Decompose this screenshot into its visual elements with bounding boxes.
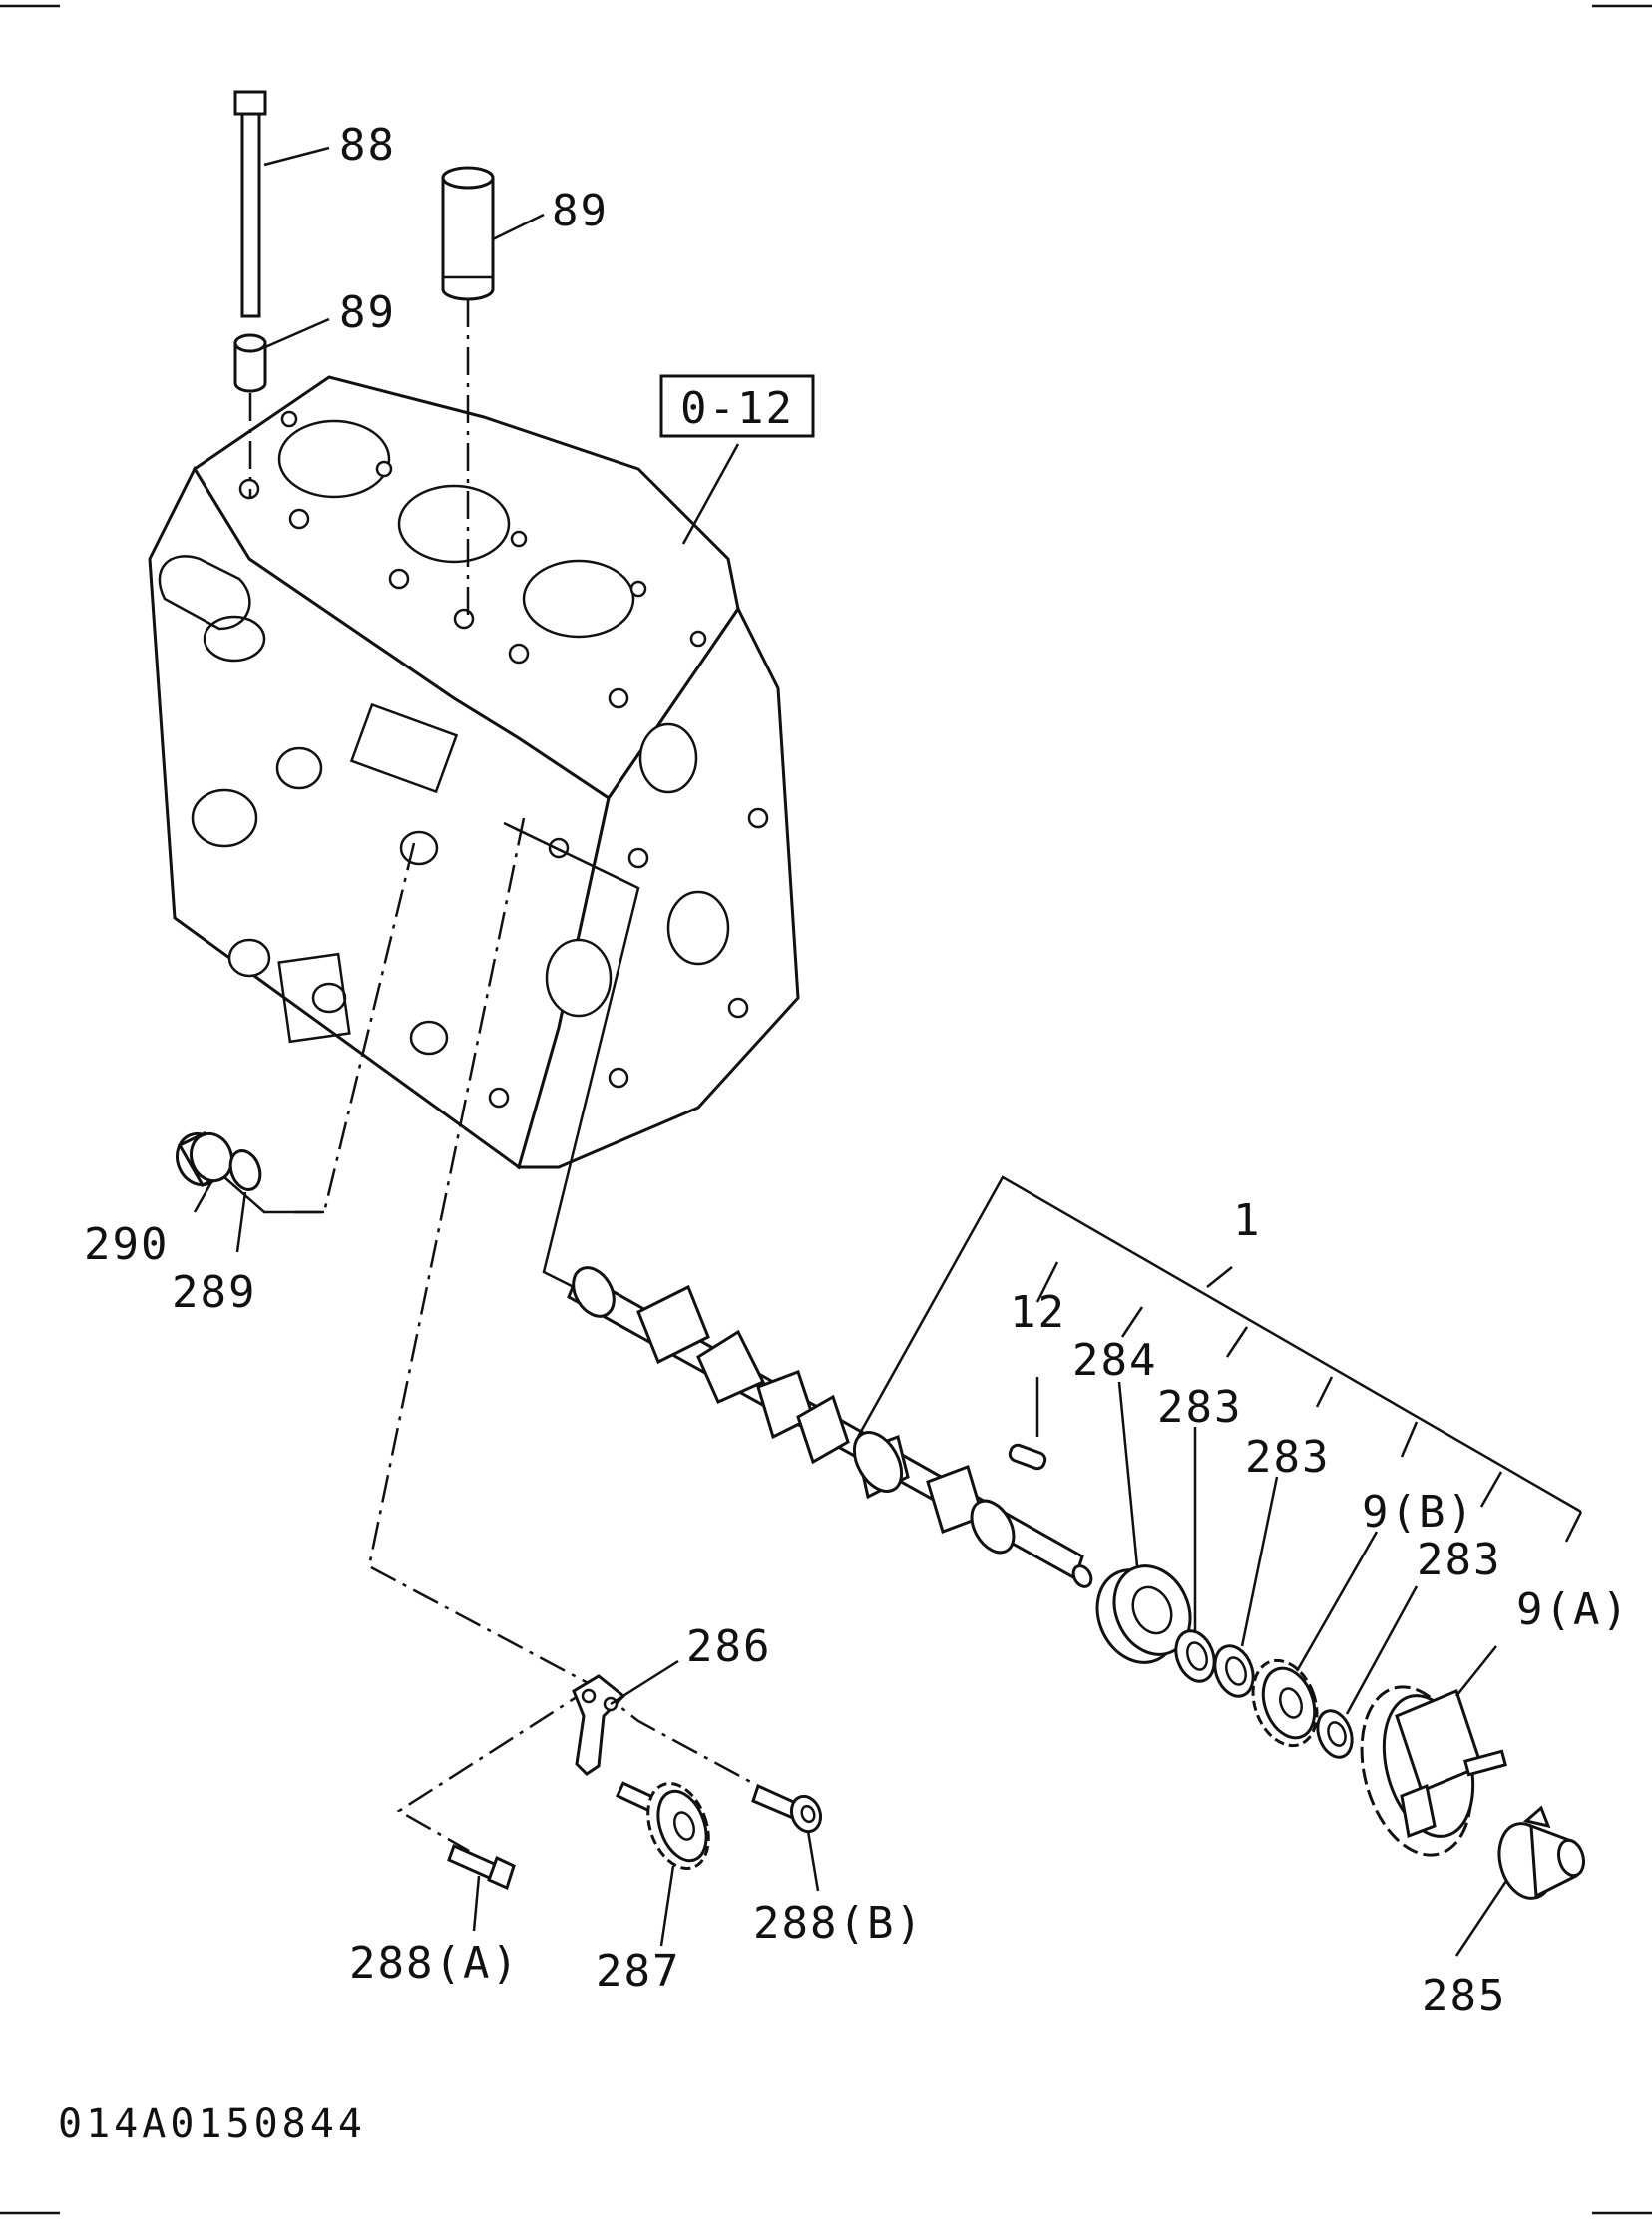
key-12	[1008, 1443, 1047, 1471]
camshaft	[567, 1266, 1093, 1588]
callout-1: 1	[1233, 1195, 1262, 1246]
cylinder-block	[148, 375, 800, 1170]
callout-9b: 9(B)	[1362, 1487, 1475, 1538]
dowel-89-large	[441, 166, 495, 301]
callout-288b: 288(B)	[753, 1898, 924, 1949]
callout-89-top: 89	[552, 186, 609, 236]
reference-box: 0-12	[659, 374, 815, 438]
callout-285: 285	[1422, 1971, 1506, 2021]
gear-9a	[1360, 1685, 1508, 1857]
callout-283-b: 283	[1245, 1432, 1330, 1483]
callout-88: 88	[339, 120, 396, 171]
needle-bearing-290	[175, 1131, 234, 1187]
reference-box-label: 0-12	[680, 383, 794, 434]
callout-283-a: 283	[1157, 1382, 1242, 1433]
bolt-88	[233, 90, 267, 318]
corner-marks	[0, 4, 1652, 2215]
bolt-288a	[447, 1843, 516, 1891]
callout-287: 287	[596, 1946, 680, 1997]
callout-283-c: 283	[1417, 1535, 1501, 1585]
washer-283-c	[1316, 1709, 1354, 1759]
leader-lines	[193, 146, 1583, 1957]
dowel-89-small	[233, 333, 267, 393]
fork-plate-286	[572, 1674, 626, 1776]
callout-12: 12	[1010, 1287, 1066, 1338]
callout-289: 289	[172, 1267, 256, 1318]
callout-288a: 288(A)	[349, 1938, 520, 1989]
washer-283-b	[1213, 1644, 1255, 1698]
callout-89-left: 89	[339, 287, 396, 338]
callout-290: 290	[84, 1219, 169, 1270]
gear-9b	[1251, 1658, 1319, 1748]
callout-labels: 88 89 89 290 289 1 12 284 283 283 9(B) 2…	[84, 120, 1630, 2021]
callout-9a: 9(A)	[1516, 1584, 1630, 1635]
washer-283-a	[1174, 1629, 1216, 1683]
bearing-284	[1095, 1564, 1192, 1664]
bolt-288b	[751, 1783, 823, 1834]
drawing-code: 014A0150844	[58, 2101, 366, 2147]
oring-289	[228, 1149, 262, 1191]
sleeve-285	[1497, 1805, 1585, 1900]
callout-286: 286	[686, 1621, 771, 1672]
gear-287	[615, 1781, 710, 1870]
callout-284: 284	[1072, 1335, 1157, 1386]
